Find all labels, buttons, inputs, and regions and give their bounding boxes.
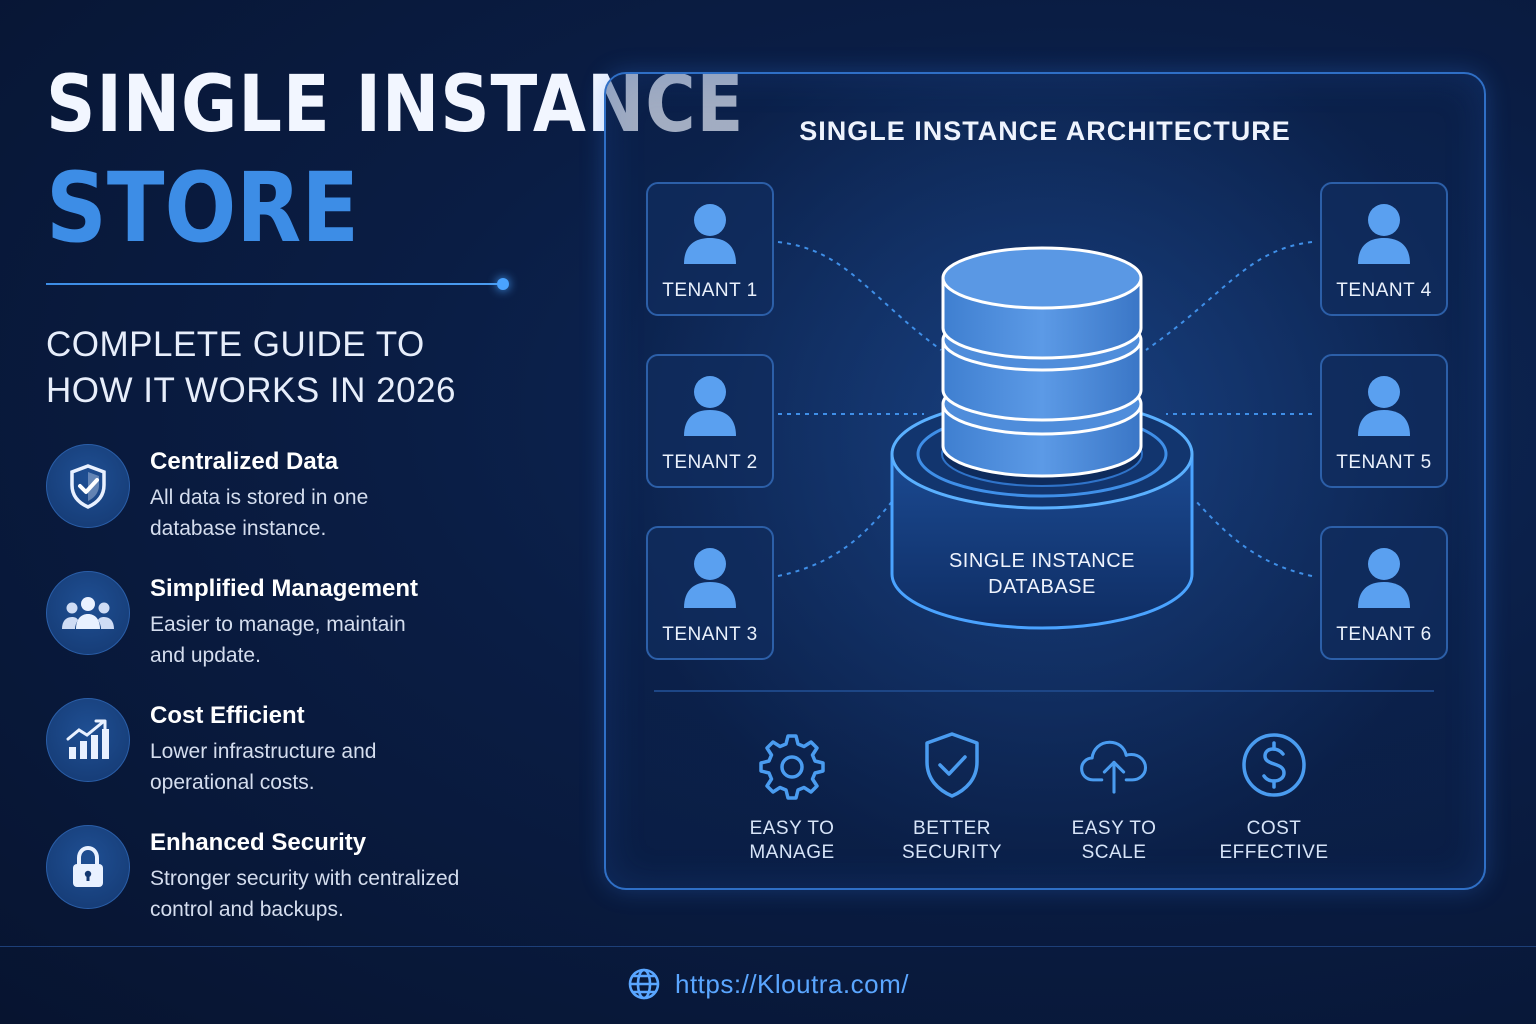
tenant-card-3: TENANT 3 (646, 526, 774, 660)
benefit-label-line1: BETTER (913, 818, 991, 839)
title-divider (46, 283, 502, 285)
user-icon (1358, 204, 1410, 264)
benefit-label-line2: SCALE (1081, 842, 1147, 863)
feature-enhanced-security: Enhanced Security Stronger security with… (46, 825, 526, 935)
feature-title: Cost Efficient (150, 702, 305, 729)
feature-description: Lower infrastructure and operational cos… (150, 736, 510, 798)
feature-description-line1: Stronger security with centralized (150, 867, 460, 890)
tenant-card-5: TENANT 5 (1320, 354, 1448, 488)
connector-tenant-3 (777, 498, 895, 577)
footer: https://Kloutra.com/ (0, 964, 1536, 1004)
tenant-label: TENANT 3 (662, 624, 758, 645)
user-icon (684, 376, 736, 436)
benefit-label-line2: MANAGE (749, 842, 835, 863)
benefit-easy-to-manage: EASY TO MANAGE (712, 730, 872, 865)
user-icon (1358, 376, 1410, 436)
feature-description: Stronger security with centralized contr… (150, 863, 510, 925)
benefit-label-line2: EFFECTIVE (1219, 842, 1329, 863)
benefit-label-line1: EASY TO (749, 818, 835, 839)
shield-check-icon (46, 444, 130, 528)
tenant-label: TENANT 6 (1336, 624, 1432, 645)
feature-description-line2: and update. (150, 644, 261, 667)
feature-title: Enhanced Security (150, 829, 367, 856)
subtitle: COMPLETE GUIDE TO HOW IT WORKS IN 2026 (46, 322, 526, 414)
page-title-line2: STORE (46, 152, 360, 264)
user-icon (1358, 548, 1410, 608)
panel-divider (654, 690, 1434, 692)
feature-title: Centralized Data (150, 448, 339, 475)
benefit-label-line1: EASY TO (1071, 818, 1157, 839)
website-link[interactable]: https://Kloutra.com/ (675, 968, 909, 999)
subtitle-line2: HOW IT WORKS IN 2026 (46, 371, 456, 410)
connector-tenant-6 (1193, 498, 1313, 577)
benefit-label-line1: COST (1246, 818, 1302, 839)
footer-divider (0, 946, 1536, 947)
tenant-card-4: TENANT 4 (1320, 182, 1448, 316)
title-divider-dot (497, 278, 509, 290)
feature-description-line1: Easier to manage, maintain (150, 613, 406, 636)
feature-description-line1: All data is stored in one (150, 486, 369, 509)
tenant-label: TENANT 4 (1336, 280, 1432, 301)
feature-cost-efficient: Cost Efficient Lower infrastructure and … (46, 698, 526, 808)
globe-icon (628, 968, 660, 1000)
benefit-label: BETTER SECURITY (872, 817, 1032, 865)
benefit-better-security: BETTER SECURITY (872, 730, 1032, 865)
benefit-label: COST EFFECTIVE (1194, 817, 1354, 865)
user-icon (684, 204, 736, 264)
benefit-cost-effective: COST EFFECTIVE (1194, 730, 1354, 865)
feature-title: Simplified Management (150, 575, 419, 602)
chart-growth-icon (46, 698, 130, 782)
benefit-label: EASY TO SCALE (1034, 817, 1194, 865)
feature-description-line2: operational costs. (150, 771, 315, 794)
connector-lines (777, 241, 1313, 577)
feature-centralized-data: Centralized Data All data is stored in o… (46, 444, 526, 554)
feature-description: All data is stored in one database insta… (150, 482, 510, 544)
database-label: SINGLE INSTANCE DATABASE (892, 548, 1192, 600)
feature-description-line2: database instance. (150, 517, 327, 540)
users-icon (46, 571, 130, 655)
tenant-card-6: TENANT 6 (1320, 526, 1448, 660)
user-icon (684, 548, 736, 608)
tenant-label: TENANT 5 (1336, 452, 1432, 473)
dollar-icon (1242, 733, 1306, 797)
feature-description-line2: control and backups. (150, 898, 344, 921)
architecture-panel: SINGLE INSTANCE ARCHITECTURE (604, 72, 1486, 890)
benefit-label-line2: SECURITY (901, 842, 1003, 863)
feature-description: Easier to manage, maintain and update. (150, 609, 510, 671)
shield-check-icon (925, 732, 979, 798)
database-label-line2: DATABASE (988, 576, 1096, 598)
architecture-title: SINGLE INSTANCE ARCHITECTURE (799, 116, 1291, 146)
benefit-easy-to-scale: EASY TO SCALE (1034, 730, 1194, 865)
tenant-card-1: TENANT 1 (646, 182, 774, 316)
gear-icon (759, 734, 825, 800)
benefit-label: EASY TO MANAGE (712, 817, 872, 865)
tenant-label: TENANT 2 (662, 452, 758, 473)
database-illustration (890, 246, 1194, 630)
cloud-upload-icon (1080, 740, 1148, 794)
tenant-label: TENANT 1 (662, 280, 758, 301)
lock-icon (46, 825, 130, 909)
tenant-card-2: TENANT 2 (646, 354, 774, 488)
database-label-line1: SINGLE INSTANCE (948, 550, 1136, 572)
feature-description-line1: Lower infrastructure and (150, 740, 377, 763)
subtitle-line1: COMPLETE GUIDE TO (46, 325, 425, 364)
feature-simplified-management: Simplified Management Easier to manage, … (46, 571, 526, 681)
